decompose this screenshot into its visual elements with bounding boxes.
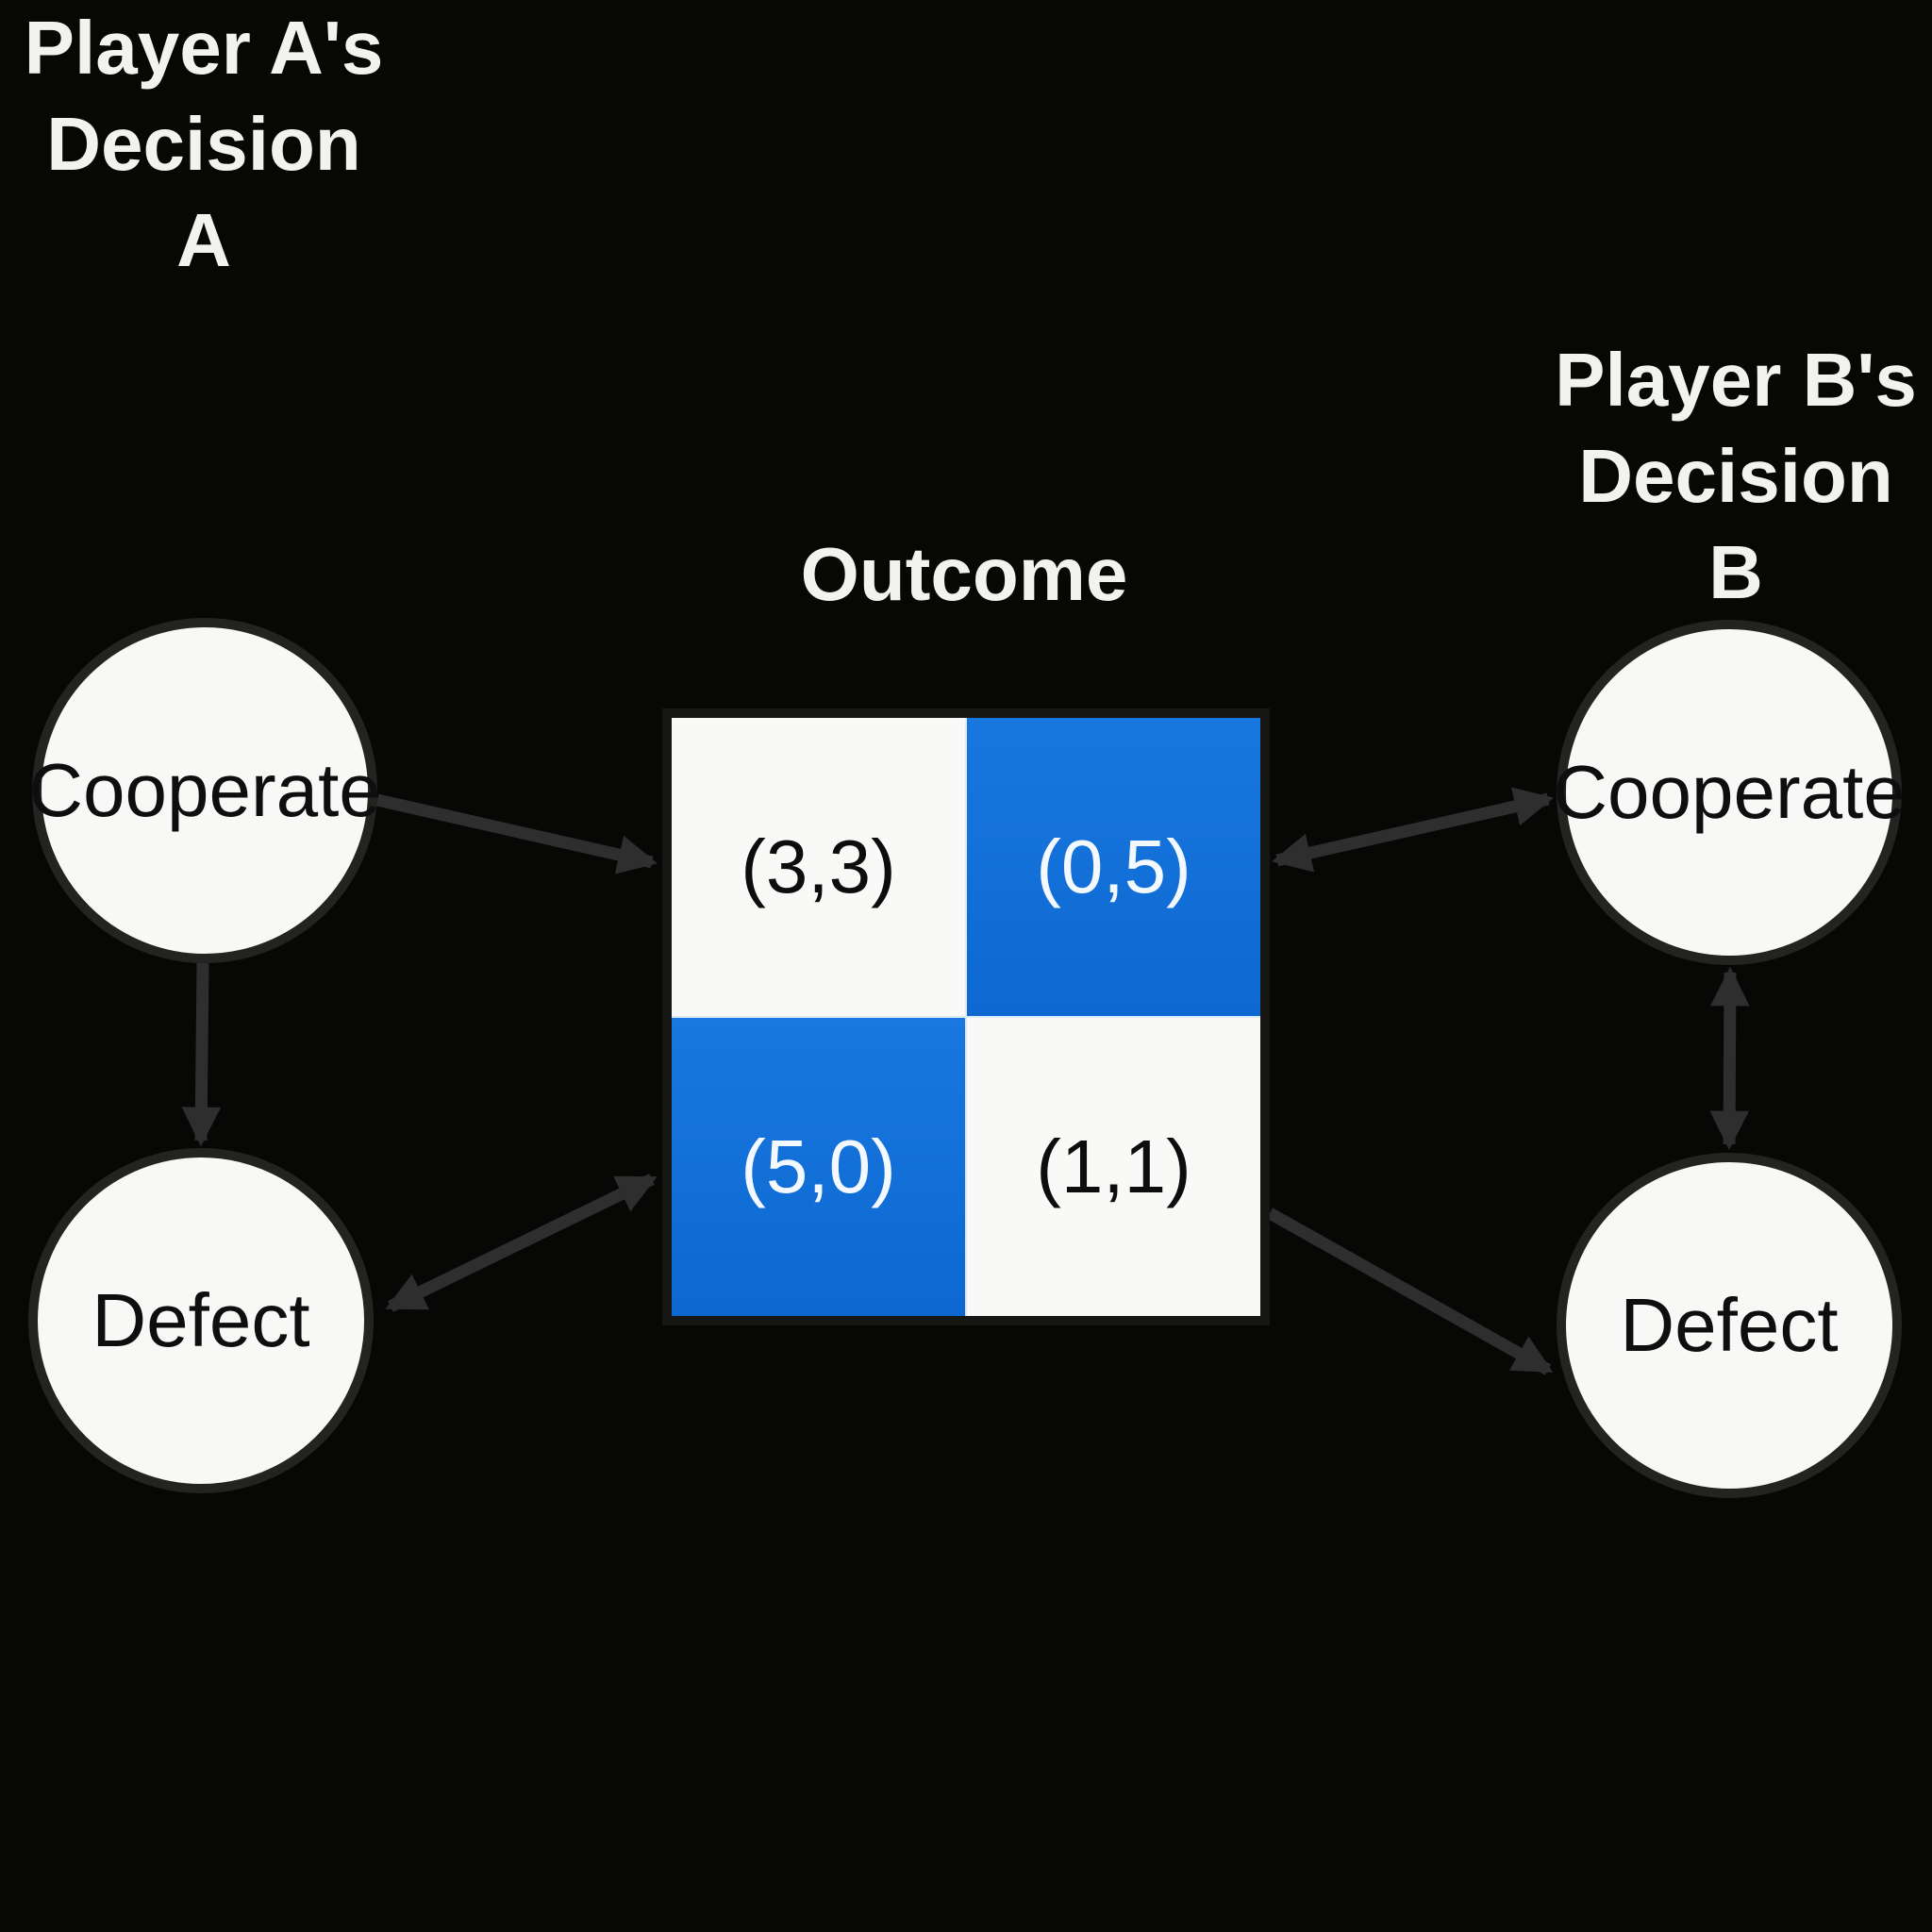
- payoff-matrix: (3,3) (0,5) (5,0) (1,1): [662, 708, 1270, 1325]
- payoff-value-defect-cooperate: (5,0): [741, 1124, 896, 1208]
- heading-outcome: Outcome: [757, 526, 1172, 623]
- payoff-value-cooperate-defect: (0,5): [1036, 824, 1191, 908]
- payoff-value-defect-defect: (1,1): [1036, 1124, 1191, 1208]
- heading-outcome-text: Outcome: [800, 532, 1128, 616]
- arrow-matrix-b-cooperate-bidirectional: [1271, 787, 1555, 873]
- heading-player-a-line1: Player A's: [24, 6, 384, 90]
- node-player-b-defect: Defect: [1557, 1153, 1902, 1498]
- payoff-cell-defect-defect: (1,1): [967, 1018, 1260, 1316]
- heading-player-b: Player B's Decision B: [1532, 332, 1932, 621]
- heading-player-b-line1: Player B's: [1555, 338, 1917, 422]
- payoff-cell-cooperate-cooperate: (3,3): [672, 718, 965, 1016]
- heading-player-b-line2: Decision: [1578, 434, 1893, 518]
- node-player-b-cooperate: Cooperate: [1553, 620, 1906, 965]
- node-player-a-cooperate: Cooperate: [28, 618, 381, 963]
- node-player-a-cooperate-label: Cooperate: [28, 748, 381, 832]
- arrow-a-cooperate-to-a-defect: [181, 962, 222, 1147]
- payoff-cell-defect-cooperate: (5,0): [672, 1018, 965, 1316]
- arrow-matrix-to-b-defect: [1266, 1208, 1554, 1375]
- payoff-matrix-grid: (3,3) (0,5) (5,0) (1,1): [672, 718, 1260, 1316]
- heading-player-a-line2: Decision: [46, 102, 361, 186]
- heading-player-a-line3: A: [176, 198, 231, 282]
- arrow-b-cooperate-b-defect-bidirectional: [1709, 966, 1750, 1151]
- node-player-a-defect-label: Defect: [92, 1278, 310, 1362]
- heading-player-b-line3: B: [1708, 530, 1763, 614]
- arrow-a-defect-matrix-bidirectional: [385, 1174, 658, 1312]
- payoff-cell-cooperate-defect: (0,5): [967, 718, 1260, 1016]
- heading-player-a: Player A's Decision A: [0, 0, 408, 289]
- payoff-value-cooperate-cooperate: (3,3): [741, 824, 896, 908]
- node-player-a-defect: Defect: [28, 1148, 374, 1493]
- node-player-b-defect-label: Defect: [1620, 1283, 1839, 1367]
- node-player-b-cooperate-label: Cooperate: [1553, 750, 1906, 834]
- arrow-a-cooperate-to-matrix: [375, 793, 658, 874]
